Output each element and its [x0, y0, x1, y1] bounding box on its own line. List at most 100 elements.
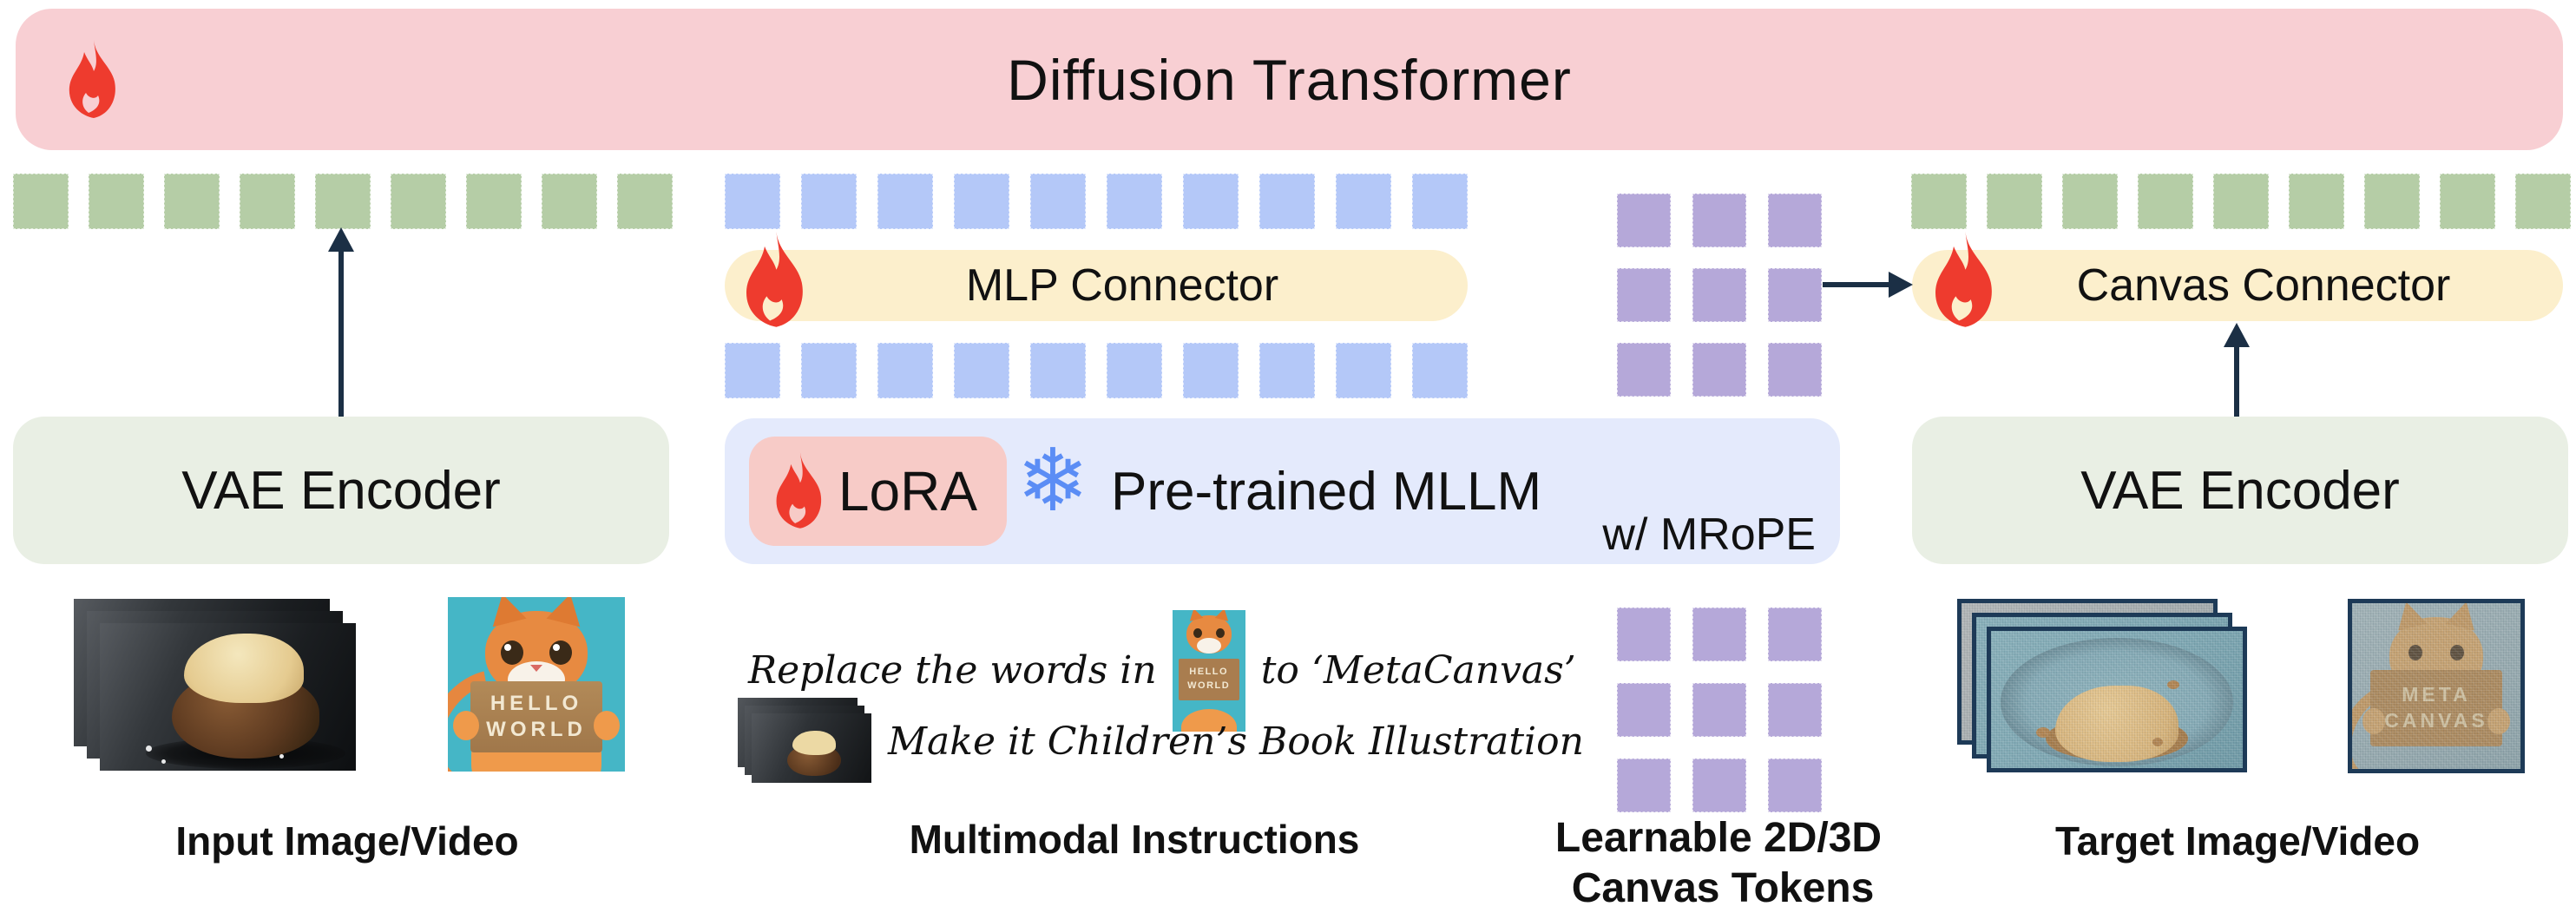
sign-line: HELLO [490, 692, 583, 715]
sign-line: WORLD [486, 718, 587, 741]
cat-paw [2487, 708, 2510, 734]
arrow-target-vae-to-connector-head [2224, 323, 2250, 347]
token [240, 174, 295, 229]
mlp-connector-label: MLP Connector [965, 260, 1279, 311]
grease-speck [146, 746, 153, 752]
lora-label: LoRA [838, 460, 977, 522]
snowflake-icon: ❄ [1016, 432, 1089, 529]
token [391, 174, 446, 229]
canvas-token [1768, 683, 1822, 737]
canvas-token [1692, 194, 1746, 247]
canvas-token [1692, 343, 1746, 397]
token [1987, 174, 2042, 229]
fire-icon [768, 440, 829, 542]
target-cat-image: META CANVAS [2348, 599, 2525, 773]
instruction-1-suffix: to ‘MetaCanvas’ [1260, 648, 1576, 693]
canvas-token [1617, 759, 1671, 812]
token [466, 174, 522, 229]
token [13, 174, 69, 229]
token [315, 174, 371, 229]
canvas-token [1617, 268, 1671, 322]
grease-speck [161, 759, 166, 764]
token [1336, 174, 1391, 229]
token [1107, 174, 1162, 229]
cat-paw [594, 711, 620, 740]
canvas-connector-box: Canvas Connector [1912, 231, 2563, 327]
token [1911, 174, 1967, 229]
illustrated-cheese [2055, 686, 2178, 763]
token [877, 343, 933, 398]
input-cat-image: HELLO WORLD [448, 597, 625, 772]
mllm-box: LoRA ❄ Pre-trained MLLM w/ MRoPE [725, 418, 1840, 564]
token [2138, 174, 2193, 229]
lora-box: LoRA [749, 437, 1007, 546]
fire-icon [61, 28, 123, 132]
token [2289, 174, 2344, 229]
instruction-line-2: Make it Children’s Book Illustration [738, 693, 1584, 790]
canvas-token [1692, 759, 1746, 812]
token [89, 174, 144, 229]
cat-nose [530, 665, 542, 672]
cat-eye [2450, 645, 2464, 660]
token [1336, 343, 1391, 398]
sign-line: CANVAS [2384, 709, 2488, 732]
cat-paw [2362, 708, 2385, 734]
input-latent-token-row [13, 174, 673, 229]
token [2062, 174, 2118, 229]
token [1259, 174, 1315, 229]
token [542, 174, 597, 229]
mrope-label: w/ MRoPE [1602, 509, 1816, 560]
input-vae-encoder-box: VAE Encoder [13, 417, 669, 564]
target-vae-encoder-box: VAE Encoder [1912, 417, 2568, 564]
hello-world-sign: HELLO WORLD [470, 681, 602, 752]
canvas-token [1692, 268, 1746, 322]
token [2364, 174, 2420, 229]
cat-ear [2445, 603, 2481, 631]
sauce-drip [2036, 726, 2051, 738]
meta-canvas-sign: META CANVAS [2370, 670, 2502, 746]
token [1183, 343, 1239, 398]
token [725, 343, 780, 398]
token [164, 174, 220, 229]
arrow-input-vae-to-tokens-head [328, 227, 354, 252]
token [1412, 343, 1468, 398]
canvas-token-grid-bottom [1617, 608, 1822, 812]
token [2440, 174, 2495, 229]
instruction-token-row-bottom [725, 343, 1468, 398]
token [1107, 343, 1162, 398]
target-latent-token-row [1911, 174, 2571, 229]
token [801, 343, 857, 398]
token [1259, 343, 1315, 398]
canvas-token-grid-top [1617, 194, 1822, 397]
fire-icon [736, 215, 812, 345]
canvas-token [1692, 683, 1746, 737]
canvas-tokens-caption-line2: Canvas Tokens [1571, 865, 1875, 911]
cat-eye [549, 640, 572, 665]
cat-eye [2408, 645, 2422, 660]
canvas-token [1617, 608, 1671, 661]
token [877, 174, 933, 229]
target-vae-encoder-label: VAE Encoder [2080, 460, 2400, 521]
instruction-token-row-top [725, 174, 1468, 229]
sauce-drip [2167, 680, 2179, 689]
cat-ear [2391, 603, 2428, 631]
token [801, 174, 857, 229]
token [1030, 174, 1086, 229]
canvas-connector-label: Canvas Connector [2076, 260, 2451, 311]
canvas-token [1617, 343, 1671, 397]
canvas-token [1768, 608, 1822, 661]
sign-line: META [2402, 683, 2471, 706]
canvas-token [1768, 194, 1822, 247]
token [1412, 174, 1468, 229]
token [954, 174, 1009, 229]
diagram-title: Diffusion Transformer [1007, 47, 1572, 112]
input-video-frame-front [100, 623, 356, 771]
target-caption: Target Image/Video [2054, 818, 2421, 864]
canvas-token [1617, 683, 1671, 737]
token [1183, 174, 1239, 229]
canvas-token [1768, 759, 1822, 812]
fire-icon [1925, 215, 2001, 345]
grease-speck [279, 754, 284, 759]
canvas-token [1768, 343, 1822, 397]
